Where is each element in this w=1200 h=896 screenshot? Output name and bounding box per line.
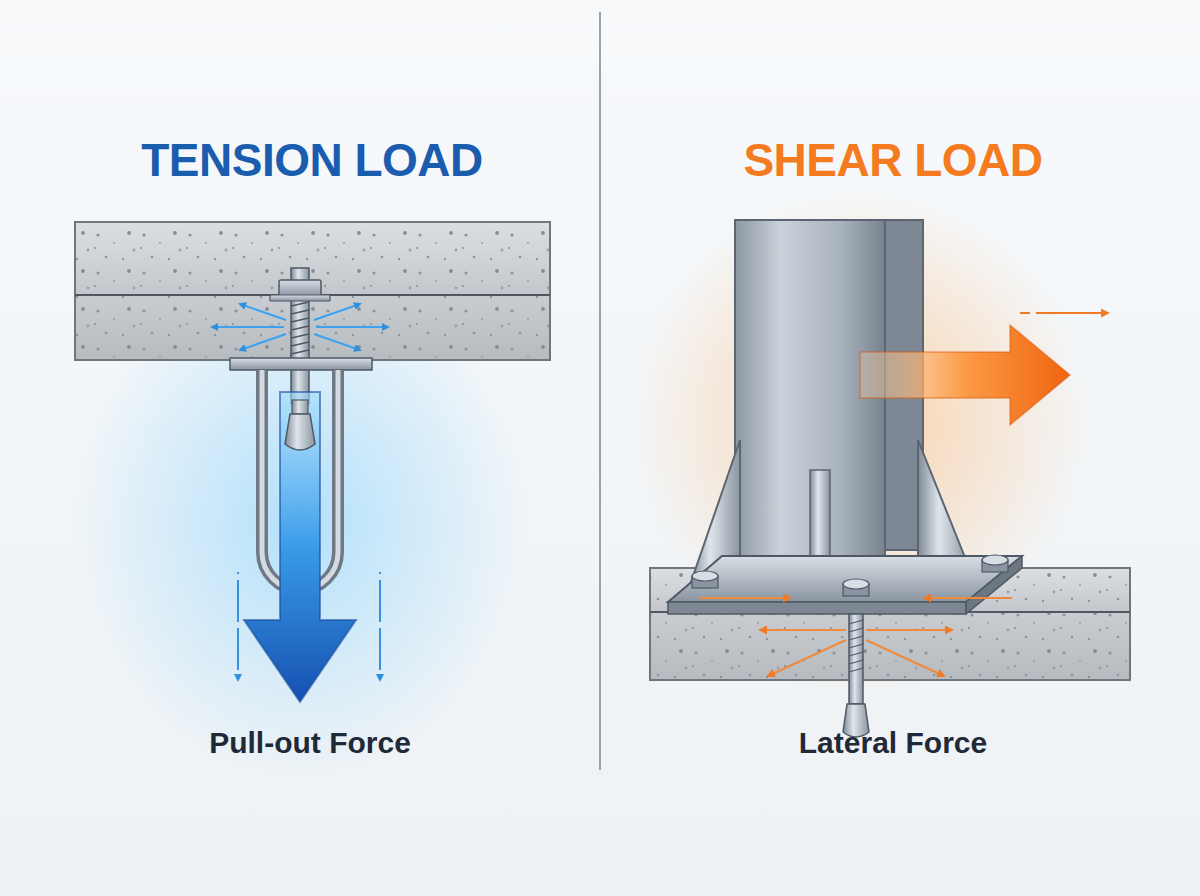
lateral-arrow <box>860 325 1070 425</box>
bolt-thread <box>849 620 863 672</box>
panel-heading: TENSION LOAD <box>141 135 483 186</box>
stress-arrow <box>212 326 284 328</box>
slab-outline <box>75 222 550 360</box>
shear-bolt <box>843 614 869 737</box>
nut-top <box>982 555 1008 565</box>
concrete-slab <box>75 222 550 360</box>
stress-arrow <box>240 304 286 320</box>
base-plate <box>668 556 1022 614</box>
small-arrow <box>1020 312 1108 314</box>
stress-arrow <box>316 326 388 328</box>
panel-heading: SHEAR LOAD <box>743 135 1042 186</box>
fixture-plate <box>230 358 372 370</box>
stress-arrow <box>314 334 360 350</box>
pull-out-arrow <box>244 392 356 702</box>
divider-line <box>599 12 601 770</box>
steel-column <box>690 220 970 590</box>
stress-arrow <box>768 640 846 676</box>
stress-arrow <box>700 597 790 599</box>
anchor-wedge <box>285 400 315 450</box>
stress-arrow <box>924 597 1012 599</box>
bolt-rod <box>849 614 863 704</box>
nut-top <box>843 579 869 589</box>
stress-arrow <box>866 629 952 631</box>
nut-top <box>692 571 718 581</box>
plate-top <box>668 556 1022 602</box>
plate-front <box>668 602 966 614</box>
plate-side <box>966 556 1022 614</box>
wedge-sleeve <box>292 400 308 414</box>
nuts <box>692 555 1008 596</box>
nut <box>279 280 321 296</box>
force-caption: Pull-out Force <box>209 726 411 759</box>
stress-arrow <box>760 629 846 631</box>
bolt-thread <box>291 302 309 354</box>
side-arrows-blue <box>238 572 380 680</box>
wedge-cone <box>285 414 315 450</box>
small-arrow <box>379 572 381 680</box>
washer <box>270 295 330 301</box>
stress-arrow <box>866 640 944 676</box>
stress-arrow <box>314 304 360 320</box>
gusset <box>918 440 970 570</box>
radiating-arrows-orange <box>700 598 1012 676</box>
force-caption: Lateral Force <box>799 726 987 759</box>
slab-texture <box>75 222 550 360</box>
stress-arrow <box>240 334 286 350</box>
small-arrow <box>237 572 239 680</box>
